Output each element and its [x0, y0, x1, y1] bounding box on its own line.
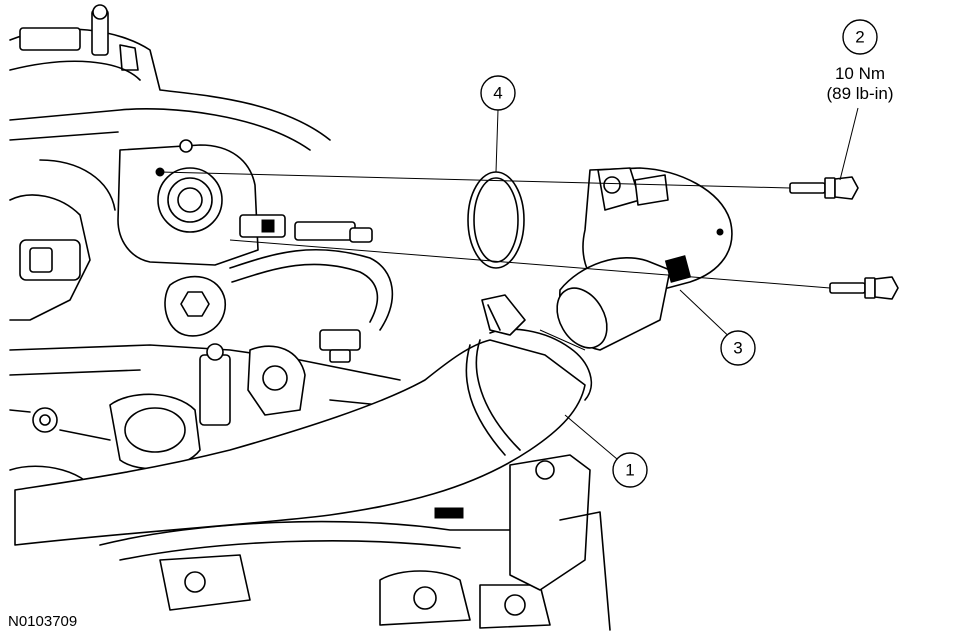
callout-1-number: 1 [625, 461, 634, 480]
callout-2: 2 10 Nm (89 lb-in) [826, 19, 894, 103]
bolt-lower [229, 239, 899, 300]
bolt-upper [159, 171, 859, 200]
callout-2-number: 2 [855, 28, 864, 47]
callout-leader-4 [495, 109, 499, 173]
torque-imperial: (89 lb-in) [826, 84, 893, 103]
coolant-hose [14, 294, 593, 546]
torque-metric: 10 Nm [835, 64, 885, 83]
callout-leader-2 [839, 107, 859, 181]
callout-3: 3 [720, 330, 756, 366]
thermostat-housing-outlet [556, 167, 733, 351]
engine-illustration [9, 4, 611, 631]
callout-4-number: 4 [493, 84, 502, 103]
figure-id: N0103709 [8, 613, 77, 630]
callout-1: 1 [612, 452, 648, 488]
alignment-line [539, 329, 586, 351]
callout-3-number: 3 [733, 339, 742, 358]
o-ring-seal [467, 171, 525, 269]
callout-4: 4 [480, 75, 516, 111]
